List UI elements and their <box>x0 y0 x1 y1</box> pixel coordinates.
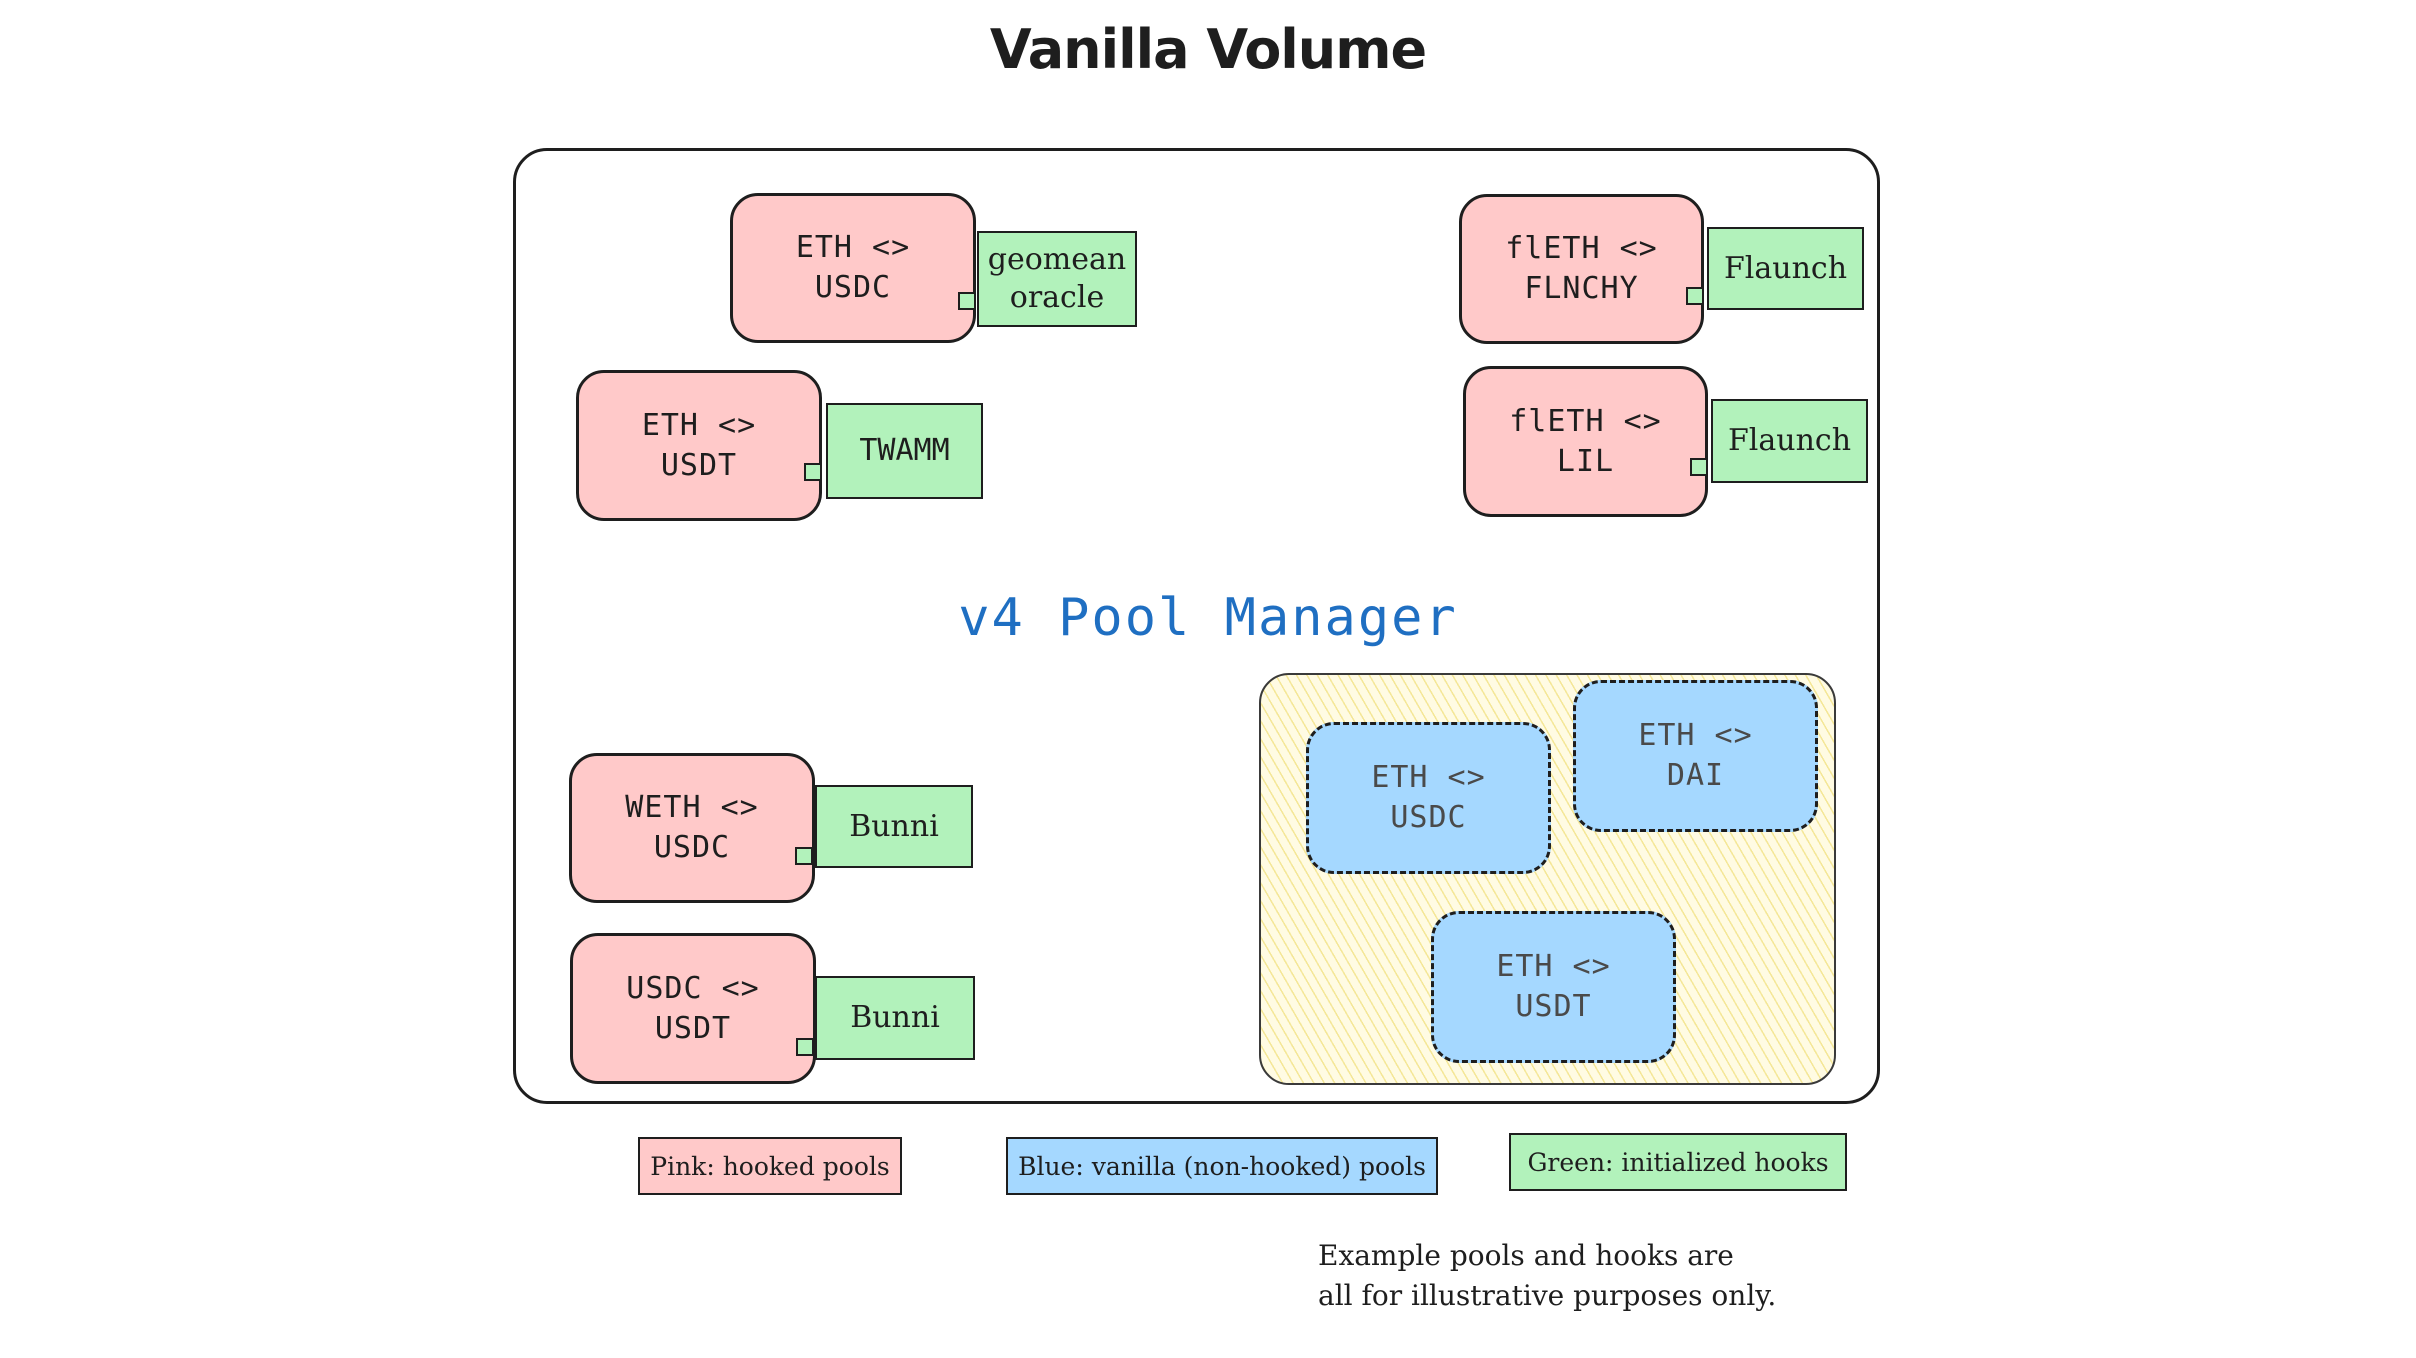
hook-anchor <box>804 463 822 481</box>
hook-line1: TWAMM <box>859 433 950 468</box>
legend-pink: Pink: hooked pools <box>638 1137 902 1195</box>
pool-line2: USDC <box>814 270 892 305</box>
hook-flaunch: Flaunch <box>1707 227 1864 310</box>
hook-bunni: Bunni <box>815 785 973 868</box>
hook-geomean-oracle: geomean oracle <box>977 231 1137 327</box>
pool-line2: USDT <box>1515 989 1592 1024</box>
pool-line1: ETH <> <box>1638 718 1753 753</box>
pool-line2: USDT <box>654 1010 732 1046</box>
hooked-pool-eth-usdt: ETH <> USDT <box>576 370 822 521</box>
pool-line2: FLNCHY <box>1524 271 1639 306</box>
hook-line1: Bunni <box>850 1000 940 1035</box>
hook-bunni: Bunni <box>815 976 975 1060</box>
pool-line2: USDC <box>1390 800 1467 835</box>
disclaimer-note: Example pools and hooks are all for illu… <box>1318 1236 1776 1316</box>
hook-line2: oracle <box>1009 280 1105 315</box>
vanilla-pool-eth-usdc: ETH <> USDC <box>1306 722 1551 874</box>
note-line1: Example pools and hooks are <box>1318 1239 1734 1272</box>
hook-line1: Flaunch <box>1727 423 1852 458</box>
hooked-pool-usdc-usdt: USDC <> USDT <box>570 933 816 1084</box>
hook-line1: Flaunch <box>1723 250 1848 286</box>
diagram-title: Vanilla Volume <box>989 18 1427 81</box>
pool-line1: flETH <> <box>1509 403 1662 439</box>
pool-line2: LIL <box>1556 443 1615 479</box>
hook-twamm: TWAMM <box>826 403 983 499</box>
hook-flaunch: Flaunch <box>1711 399 1868 483</box>
pool-line1: ETH <> <box>795 230 911 265</box>
hook-anchor <box>795 847 813 865</box>
hooked-pool-weth-usdc: WETH <> USDC <box>569 753 815 903</box>
hook-line1: geomean <box>987 242 1127 277</box>
legend-blue: Blue: vanilla (non-hooked) pools <box>1006 1137 1438 1195</box>
hooked-pool-fleth-flnchy: flETH <> FLNCHY <box>1459 194 1704 344</box>
pool-line1: ETH <> <box>1371 760 1486 795</box>
pool-line1: USDC <> <box>626 970 760 1006</box>
pool-line2: DAI <box>1666 758 1725 793</box>
legend-green: Green: initialized hooks <box>1509 1133 1847 1191</box>
pool-line2: USDT <box>660 447 738 483</box>
pool-line1: WETH <> <box>625 790 759 825</box>
hook-anchor <box>796 1038 814 1056</box>
hook-line1: Bunni <box>849 808 939 844</box>
note-line2: all for illustrative purposes only. <box>1318 1279 1777 1312</box>
vanilla-pool-eth-dai: ETH <> DAI <box>1573 680 1818 832</box>
pool-line1: flETH <> <box>1505 231 1658 266</box>
pool-line1: ETH <> <box>641 407 757 443</box>
hook-anchor <box>1686 287 1704 305</box>
hooked-pool-eth-usdc: ETH <> USDC <box>730 193 976 343</box>
pool-line1: ETH <> <box>1496 949 1611 984</box>
hook-anchor <box>1690 458 1708 476</box>
pool-manager-label: v4 Pool Manager <box>958 588 1458 648</box>
pool-line2: USDC <box>653 830 731 865</box>
hook-anchor <box>958 292 976 310</box>
pool-manager-box <box>513 148 1880 1104</box>
hooked-pool-fleth-lil: flETH <> LIL <box>1463 366 1708 517</box>
vanilla-pool-eth-usdt: ETH <> USDT <box>1431 911 1676 1063</box>
